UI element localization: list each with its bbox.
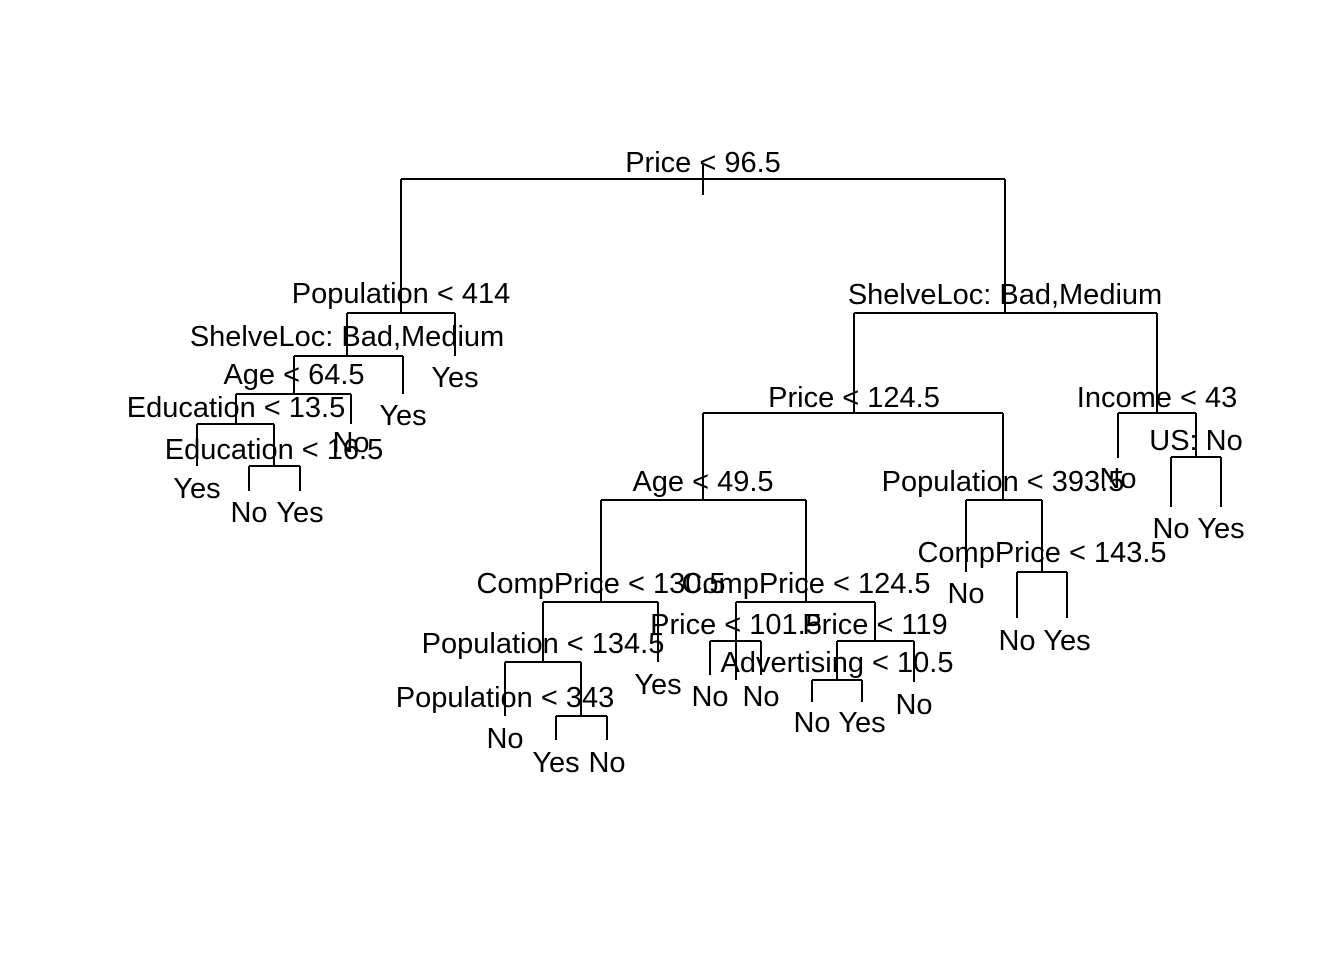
leaf-label: No (895, 689, 932, 721)
leaf-label: No (588, 747, 625, 779)
split-label: Age < 49.5 (632, 466, 773, 498)
split-label: Price < 96.5 (625, 147, 781, 179)
leaf-label: No (691, 681, 728, 713)
split-label: ShelveLoc: Bad,Medium (848, 279, 1162, 311)
leaf-label: Yes (431, 362, 478, 394)
split-label: Price < 101.5 (650, 609, 822, 641)
split-label: Price < 124.5 (768, 382, 940, 414)
leaf-label: Yes (379, 400, 426, 432)
leaf-label: No (332, 427, 369, 459)
split-label: ShelveLoc: Bad,Medium (190, 321, 504, 353)
leaf-label: No (230, 497, 267, 529)
leaf-label: No (793, 707, 830, 739)
split-label: CompPrice < 143.5 (917, 537, 1166, 569)
split-label: Income < 43 (1077, 382, 1237, 414)
split-label: Age < 64.5 (223, 359, 364, 391)
leaf-label: No (742, 681, 779, 713)
split-label: Population < 393.5 (882, 466, 1125, 498)
leaf-label: No (486, 723, 523, 755)
leaf-label: Yes (276, 497, 323, 529)
split-label: CompPrice < 124.5 (681, 568, 930, 600)
leaf-label: Yes (1043, 625, 1090, 657)
leaf-label: Yes (634, 669, 681, 701)
split-label: Education < 13.5 (127, 392, 345, 424)
leaf-label: No (947, 578, 984, 610)
leaf-label: Yes (532, 747, 579, 779)
split-label: Population < 414 (292, 278, 511, 310)
leaf-label: Yes (838, 707, 885, 739)
leaf-label: No (1099, 463, 1136, 495)
leaf-label: No (1152, 513, 1189, 545)
split-label: Education < 16.5 (165, 434, 383, 466)
split-label: Advertising < 10.5 (721, 647, 954, 679)
leaf-label: Yes (173, 473, 220, 505)
leaf-label: Yes (1197, 513, 1244, 545)
leaf-label: No (998, 625, 1035, 657)
split-label: Price < 119 (802, 609, 947, 641)
split-label: US: No (1149, 425, 1242, 457)
split-label: Population < 134.5 (422, 628, 665, 660)
split-label: CompPrice < 130.5 (476, 568, 725, 600)
